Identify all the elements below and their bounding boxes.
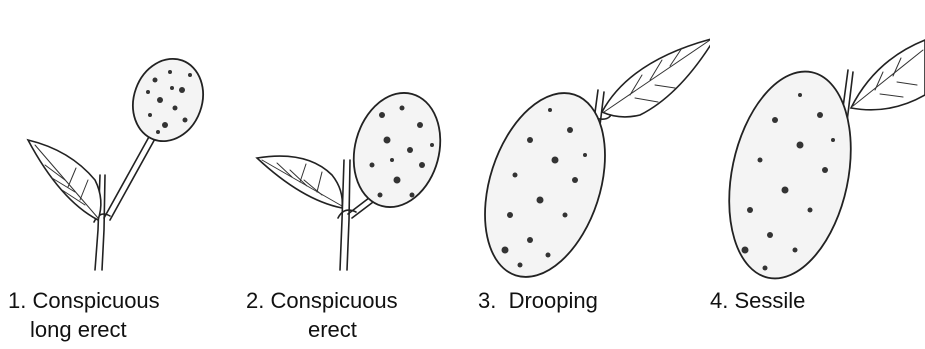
caption-text: Conspicuous: [32, 288, 159, 313]
caption-1: 1. Conspicuous long erect: [8, 286, 160, 344]
caption-text-line2: erect: [246, 315, 398, 344]
caption-text: Conspicuous: [270, 288, 397, 313]
caption-4: 4. Sessile: [710, 286, 805, 315]
caption-text: Drooping: [509, 288, 598, 313]
caption-number: 1.: [8, 288, 26, 313]
figure-4: 4. Sessile: [705, 0, 925, 349]
caption-text-line2: long erect: [8, 315, 160, 344]
caption-2: 2. Conspicuous erect: [246, 286, 398, 344]
caption-text: Sessile: [734, 288, 805, 313]
fruit-drooping-icon: [470, 0, 710, 280]
caption-number: 4.: [710, 288, 728, 313]
fruit-sessile-icon: [705, 0, 925, 280]
caption-number: 2.: [246, 288, 264, 313]
fruit-long-erect-icon: [0, 0, 230, 280]
figure-1: 1. Conspicuous long erect: [0, 0, 230, 349]
caption-3: 3. Drooping: [478, 286, 598, 315]
figure-3: 3. Drooping: [470, 0, 710, 349]
fruit-erect-icon: [232, 0, 462, 280]
caption-number: 3.: [478, 288, 496, 313]
figure-2: 2. Conspicuous erect: [232, 0, 462, 349]
